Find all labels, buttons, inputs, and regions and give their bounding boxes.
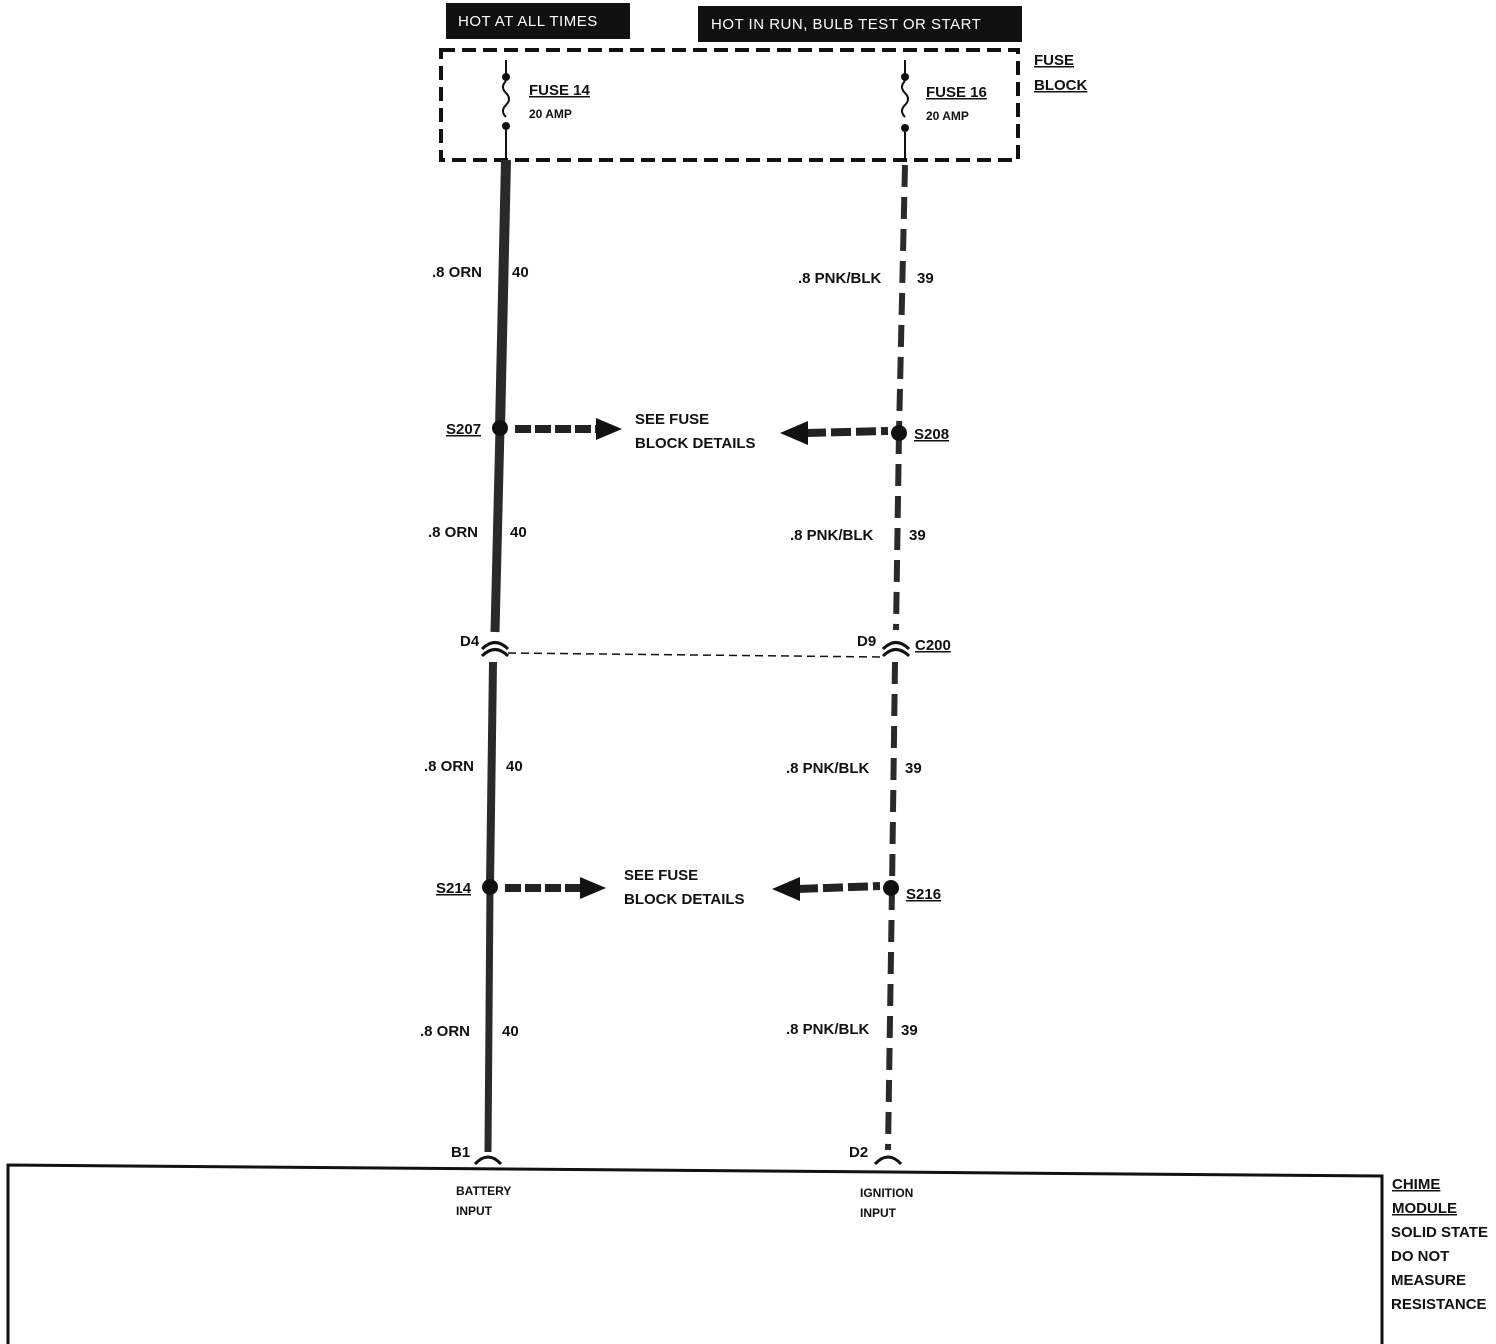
left-wire-label-1: .8 ORN — [432, 264, 482, 281]
see-fuse-details-bottom-line1: SEE FUSE — [624, 867, 698, 884]
module-pin-d2-label: D2 — [849, 1144, 868, 1161]
fuse-block-outline — [439, 48, 1020, 162]
fuse-14-symbol — [502, 60, 510, 160]
splice-s216-label: S216 — [906, 886, 941, 903]
connector-c200-link — [507, 652, 884, 658]
right-circuit-number-4: 39 — [901, 1022, 918, 1039]
chime-module-outline — [6, 1163, 1384, 1344]
module-note-line3: MEASURE — [1391, 1272, 1466, 1289]
splice-s207-label: S207 — [446, 421, 481, 438]
splice-s207-dot — [492, 420, 508, 436]
module-note-line4: RESISTANCE — [1391, 1296, 1487, 1313]
battery-input-line2: INPUT — [456, 1204, 493, 1218]
see-fuse-details-top-line1: SEE FUSE — [635, 411, 709, 428]
module-pin-d2-symbol — [873, 1155, 903, 1166]
fuse-block-label-line1: FUSE — [1034, 52, 1074, 69]
module-name-line2: MODULE — [1392, 1200, 1457, 1217]
fuse-16-symbol — [901, 60, 909, 160]
module-pin-b1-symbol — [473, 1155, 503, 1166]
right-circuit-number-3: 39 — [905, 760, 922, 777]
arrow-left-icon — [780, 421, 889, 445]
see-fuse-details-top-line2: BLOCK DETAILS — [635, 435, 756, 452]
wire-orn-40 — [484, 159, 511, 1153]
left-wire-label-4: .8 ORN — [420, 1023, 470, 1040]
connector-d9-label: D9 — [857, 633, 876, 650]
splice-s208-dot — [891, 425, 907, 441]
wire-pnk-blk-39 — [885, 164, 908, 1151]
left-wire-label-3: .8 ORN — [424, 758, 474, 775]
header-right-text: HOT IN RUN, BULB TEST OR START — [711, 16, 981, 33]
splice-s216-dot — [883, 880, 899, 896]
right-wire-label-4: .8 PNK/BLK — [786, 1021, 870, 1038]
arrow-left-icon — [772, 877, 881, 901]
connector-d4-symbol — [480, 641, 510, 658]
arrow-right-icon — [515, 418, 622, 440]
header-left-text: HOT AT ALL TIMES — [458, 13, 598, 30]
left-circuit-number-3: 40 — [506, 758, 523, 775]
right-circuit-number-1: 39 — [917, 270, 934, 287]
module-name-line1: CHIME — [1392, 1176, 1440, 1193]
left-wire-label-2: .8 ORN — [428, 524, 478, 541]
right-circuit-number-2: 39 — [909, 527, 926, 544]
left-circuit-number-2: 40 — [510, 524, 527, 541]
fuse-16-rating: 20 AMP — [926, 109, 969, 123]
left-circuit-number-4: 40 — [502, 1023, 519, 1040]
right-wire-label-1: .8 PNK/BLK — [798, 270, 882, 287]
battery-input-line1: BATTERY — [456, 1184, 511, 1198]
splice-s214-dot — [482, 879, 498, 895]
fuse-14-name: FUSE 14 — [529, 82, 591, 99]
splice-s214-label: S214 — [436, 880, 472, 897]
fuse-16-name: FUSE 16 — [926, 84, 987, 101]
fuse-14-rating: 20 AMP — [529, 107, 572, 121]
right-wire-label-3: .8 PNK/BLK — [786, 760, 870, 777]
arrow-right-icon — [505, 877, 606, 899]
left-circuit-number-1: 40 — [512, 264, 529, 281]
connector-d9-symbol — [881, 641, 911, 658]
header-hot-at-all-times: HOT AT ALL TIMES — [446, 3, 630, 39]
module-note-line2: DO NOT — [1391, 1248, 1449, 1265]
module-pin-b1-label: B1 — [451, 1144, 470, 1161]
header-hot-in-run: HOT IN RUN, BULB TEST OR START — [698, 6, 1022, 42]
right-wire-label-2: .8 PNK/BLK — [790, 527, 874, 544]
connector-c200-label: C200 — [915, 637, 951, 654]
fuse-block-label-line2: BLOCK — [1034, 77, 1087, 94]
ignition-input-line1: IGNITION — [860, 1186, 913, 1200]
splice-s208-label: S208 — [914, 426, 949, 443]
connector-d4-label: D4 — [460, 633, 480, 650]
see-fuse-details-bottom-line2: BLOCK DETAILS — [624, 891, 745, 908]
module-note-line1: SOLID STATE — [1391, 1224, 1488, 1241]
ignition-input-line2: INPUT — [860, 1206, 897, 1220]
